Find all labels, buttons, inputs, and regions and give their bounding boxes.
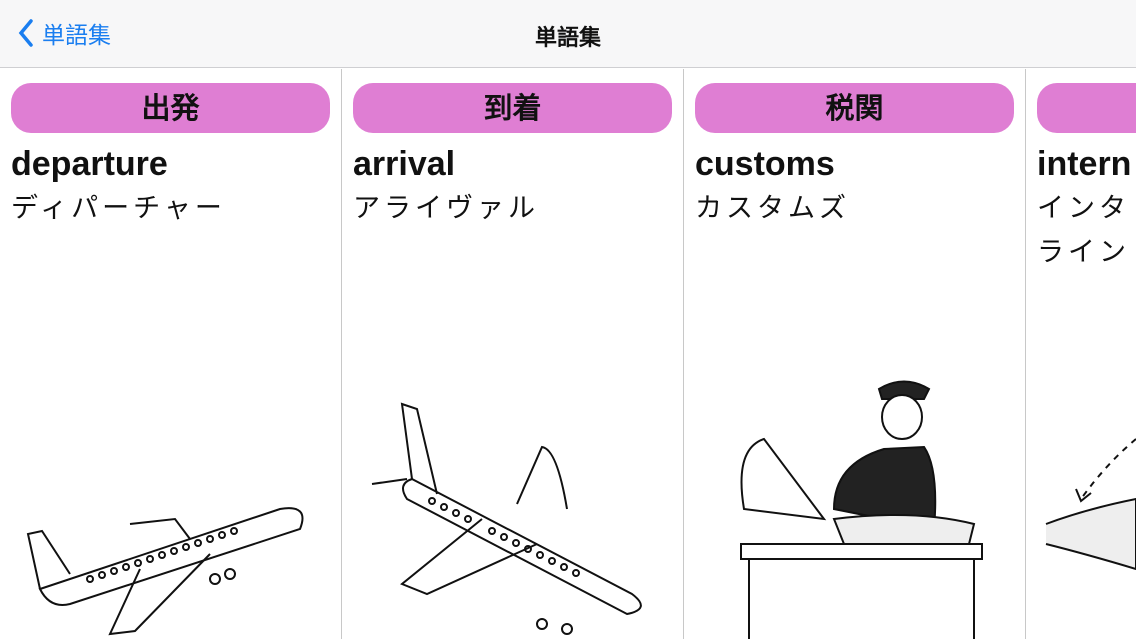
katakana-reading: ディパーチャー <box>11 193 226 224</box>
vocab-card[interactable]: intern インタライン <box>1026 69 1136 639</box>
english-word: customs <box>695 145 835 183</box>
category-label: 到着 <box>353 83 672 133</box>
back-label: 単語集 <box>42 23 111 49</box>
english-word: arrival <box>353 145 456 183</box>
airplane-takeoff-illustration <box>26 507 304 636</box>
customs-officer-illustration <box>740 380 983 639</box>
vocab-card[interactable]: 出発 departure ディパーチャー <box>0 69 342 639</box>
katakana-reading: アライヴァル <box>353 193 539 224</box>
katakana-reading: カスタムズ <box>695 193 850 224</box>
navigation-bar: 単語集 単語集 <box>0 0 1136 68</box>
back-button[interactable]: 単語集 <box>18 16 111 50</box>
vocab-card[interactable]: 税関 customs カスタムズ <box>684 69 1026 639</box>
category-label: 税関 <box>695 83 1014 133</box>
katakana-reading: インタライン <box>1037 193 1130 268</box>
airplane-landing-illustration <box>371 402 642 635</box>
english-word: departure <box>11 145 168 183</box>
chevron-left-icon <box>18 19 33 47</box>
page-title: 単語集 <box>534 26 601 51</box>
flight-path-illustration <box>1045 438 1136 571</box>
category-label: 出発 <box>11 83 330 133</box>
vocab-card[interactable]: 到着 arrival アライヴァル <box>342 69 684 639</box>
english-word: intern <box>1037 145 1132 183</box>
category-label <box>1037 83 1136 133</box>
vocabulary-card-list[interactable]: 出発 departure ディパーチャー 到着 arrival アライヴァル 税… <box>0 69 1136 639</box>
